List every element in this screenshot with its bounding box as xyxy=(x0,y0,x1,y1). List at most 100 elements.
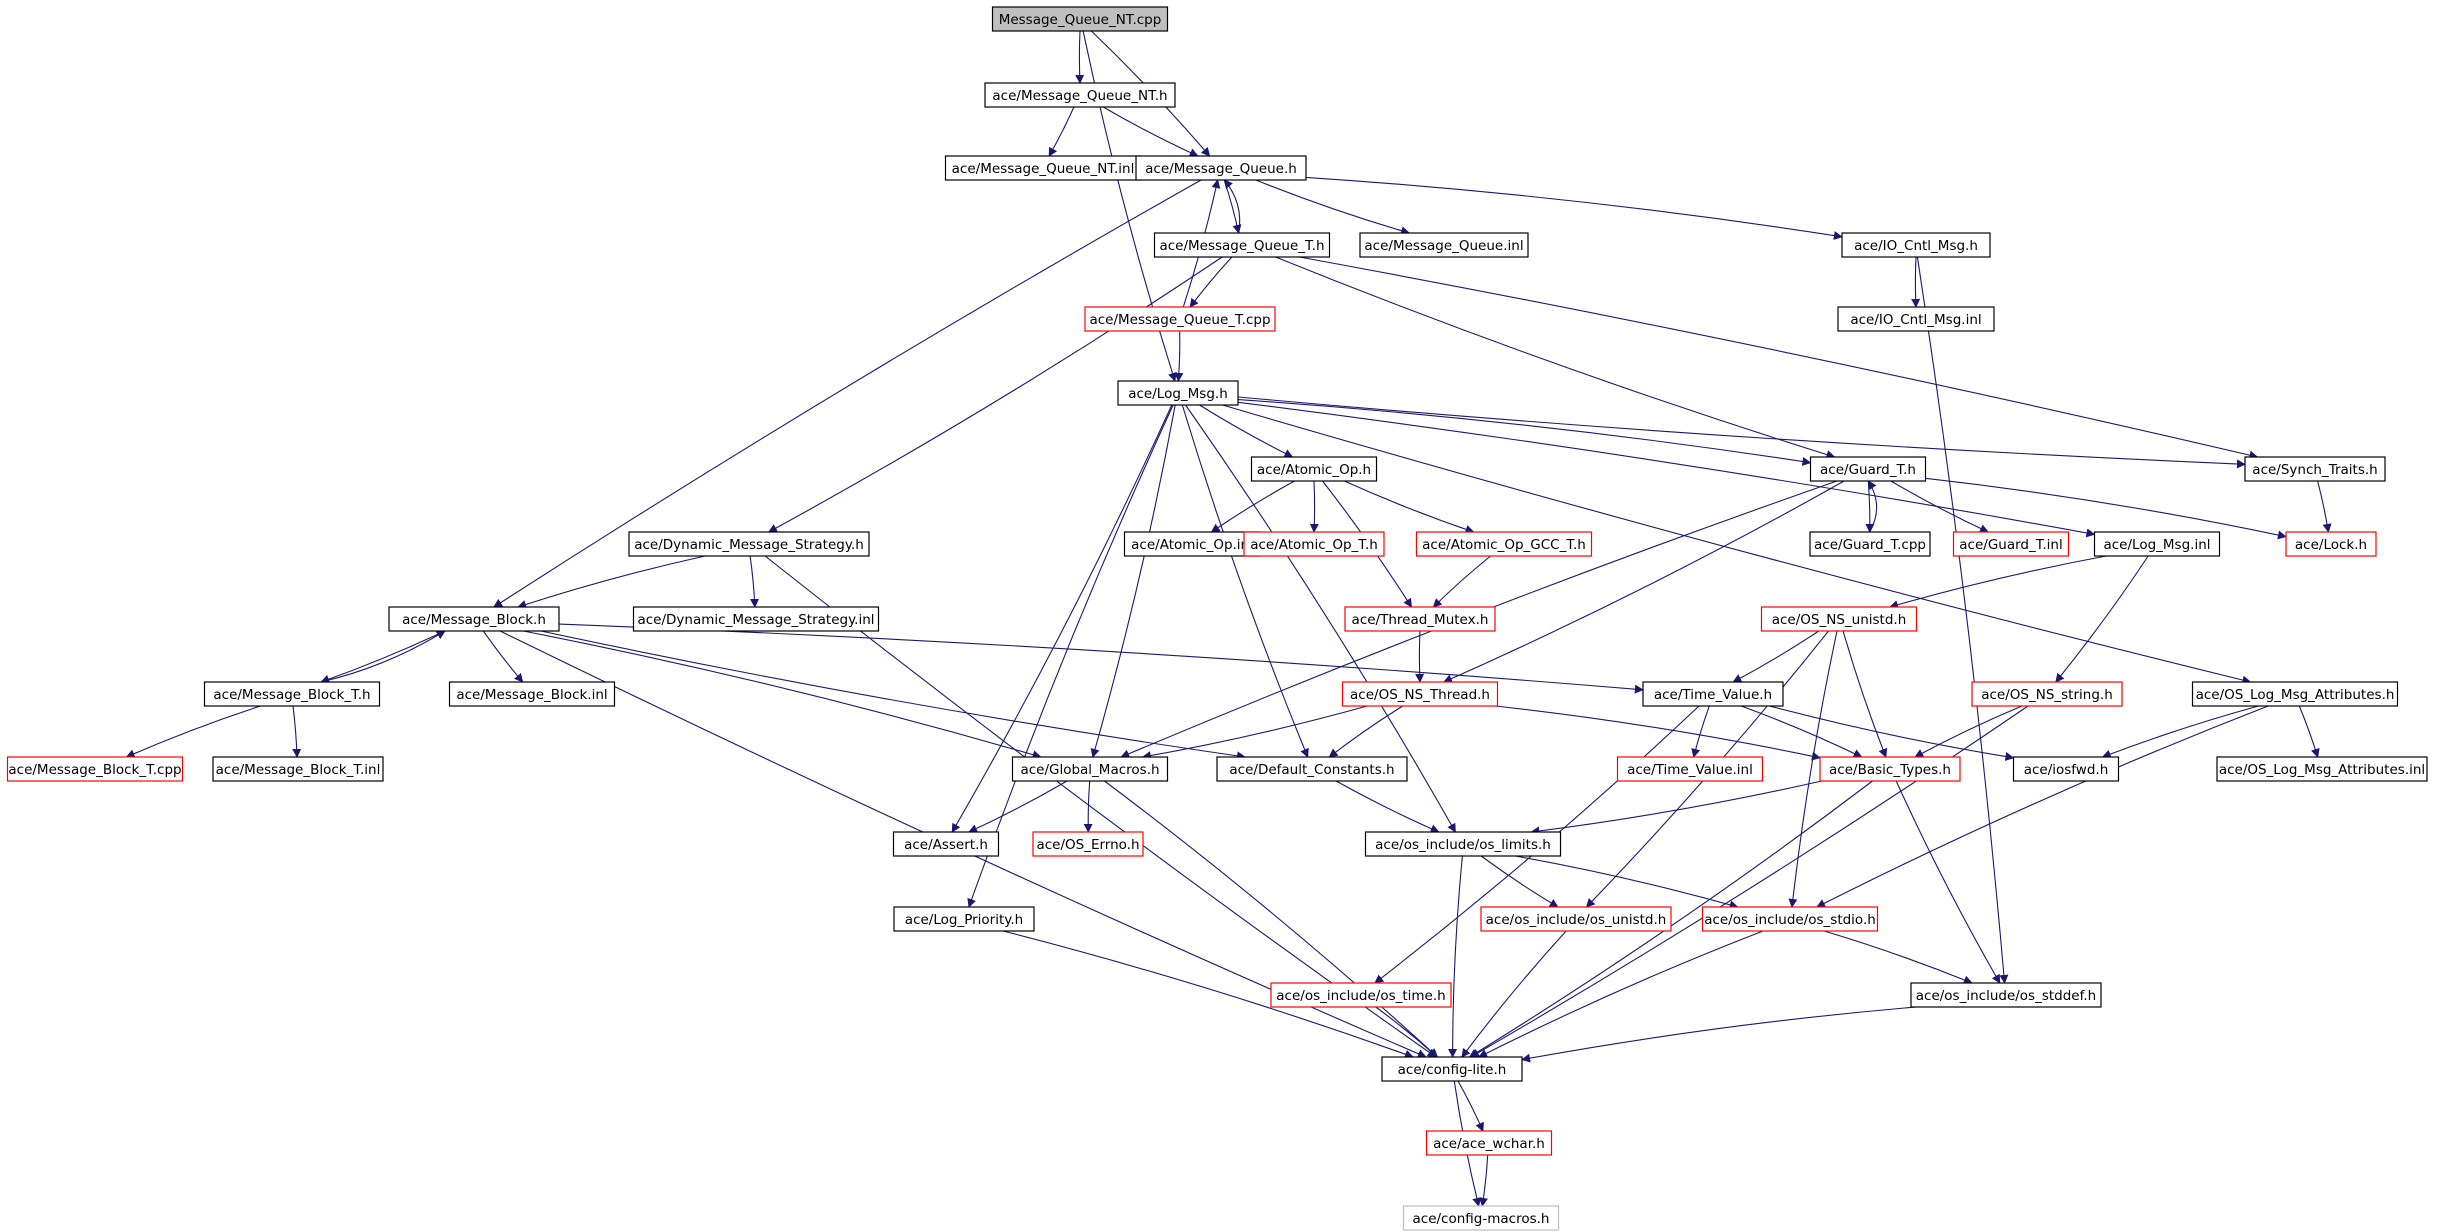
node-mb_h[interactable]: ace/Message_Block.h xyxy=(388,606,560,632)
node-acewchar_h[interactable]: ace/ace_wchar.h xyxy=(1425,1130,1553,1156)
node-thrmutex_h[interactable]: ace/Thread_Mutex.h xyxy=(1344,606,1496,632)
node-box xyxy=(893,906,1035,932)
node-atomict_h[interactable]: ace/Atomic_Op_T.h xyxy=(1243,531,1385,557)
nodes: Message_Queue_NT.cpp ace/Message_Queue_NT… xyxy=(6,6,2428,1231)
node-mbt_cpp[interactable]: ace/Message_Block_T.cpp xyxy=(6,756,184,782)
node-basictypes_h[interactable]: ace/Basic_Types.h xyxy=(1819,756,1961,782)
node-label: ace/Time_Value.h xyxy=(1654,687,1772,703)
edge-osnsunistd_h-to-osstdio_h xyxy=(1788,630,1838,908)
edge-mb_h-to-mbt_h xyxy=(320,630,446,684)
edge-synch_h-to-lock_h xyxy=(2317,480,2332,533)
edge-logmsg_inl-to-osnsunistd_h xyxy=(1889,555,2107,610)
node-guardt_inl[interactable]: ace/Guard_T.inl xyxy=(1952,531,2070,557)
node-guardt_cpp[interactable]: ace/Guard_T.cpp xyxy=(1809,531,1931,557)
edge-globalmacros_h-to-oserrno_h xyxy=(1083,780,1093,833)
node-dms_h[interactable]: ace/Dynamic_Message_Strategy.h xyxy=(628,531,870,557)
node-box xyxy=(1809,456,1927,482)
node-iocntl_h[interactable]: ace/IO_Cntl_Msg.h xyxy=(1841,232,1991,258)
node-configlite_h[interactable]: ace/config-lite.h xyxy=(1381,1056,1523,1082)
node-logprio_h[interactable]: ace/Log_Priority.h xyxy=(893,906,1035,932)
node-box xyxy=(1642,681,1784,707)
edge-basictypes_h-to-osstddef_h xyxy=(1895,780,2001,984)
node-atomicgcc_h[interactable]: ace/Atomic_Op_GCC_T.h xyxy=(1415,531,1593,557)
node-oslimits_h[interactable]: ace/os_include/os_limits.h xyxy=(1364,831,1562,857)
node-label: ace/os_include/os_stddef.h xyxy=(1916,988,2096,1004)
edge-dms_h-to-mb_h xyxy=(517,555,706,609)
edge-osnsunistd_h-to-basictypes_h xyxy=(1842,630,1888,758)
node-root[interactable]: Message_Queue_NT.cpp xyxy=(991,6,1169,32)
node-configmacros_h[interactable]: ace/config-macros.h xyxy=(1402,1205,1560,1231)
edge-logmsg_h-to-assert_h xyxy=(951,404,1173,833)
edge-oslogattr_h-to-iosfwd_h xyxy=(2101,705,2259,759)
node-label: ace/Guard_T.inl xyxy=(1959,537,2062,553)
edge-globalmacros_h-to-configlite_h xyxy=(1104,780,1439,1058)
node-globalmacros_h[interactable]: ace/Global_Macros.h xyxy=(1011,756,1169,782)
node-box xyxy=(632,606,880,632)
node-mqt_cpp[interactable]: ace/Message_Queue_T.cpp xyxy=(1084,306,1276,332)
node-box xyxy=(1359,232,1529,258)
node-label: ace/config-macros.h xyxy=(1413,1211,1550,1227)
node-label: ace/Log_Msg.h xyxy=(1128,386,1228,402)
node-mq_inl[interactable]: ace/Message_Queue.inl xyxy=(1359,232,1529,258)
edge-oslogattr_h-to-osstdio_h xyxy=(1816,705,2269,908)
node-dms_inl[interactable]: ace/Dynamic_Message_Strategy.inl xyxy=(632,606,880,632)
node-box xyxy=(1760,606,1918,632)
node-logmsg_inl[interactable]: ace/Log_Msg.inl xyxy=(2093,531,2221,557)
node-ostime_h[interactable]: ace/os_include/os_time.h xyxy=(1270,982,1452,1008)
node-oslogattr_h[interactable]: ace/OS_Log_Msg_Attributes.h xyxy=(2191,681,2399,707)
edge-logprio_h-to-configlite_h xyxy=(1002,930,1414,1059)
edge-atomic_h-to-atomicgcc_h xyxy=(1344,480,1475,534)
node-osstdio_h[interactable]: ace/os_include/os_stdio.h xyxy=(1701,906,1879,932)
node-box xyxy=(1910,982,2102,1008)
node-box xyxy=(1841,232,1991,258)
node-lock_h[interactable]: ace/Lock.h xyxy=(2285,531,2377,557)
node-box xyxy=(448,681,616,707)
node-mq_h[interactable]: ace/Message_Queue.h xyxy=(1135,155,1307,181)
edge-logmsg_h-to-guardt_h xyxy=(1237,399,1812,466)
edge-mqnt_h-to-mqnt_inl xyxy=(1048,106,1075,157)
node-osunistd_h[interactable]: ace/os_include/os_unistd.h xyxy=(1480,906,1672,932)
node-osnsstring_h[interactable]: ace/OS_NS_string.h xyxy=(1971,681,2123,707)
node-osstddef_h[interactable]: ace/os_include/os_stddef.h xyxy=(1910,982,2102,1008)
node-mbt_h[interactable]: ace/Message_Block_T.h xyxy=(203,681,381,707)
node-logmsg_h[interactable]: ace/Log_Msg.h xyxy=(1117,380,1239,406)
node-mbt_inl[interactable]: ace/Message_Block_T.inl xyxy=(212,756,384,782)
node-box xyxy=(1415,531,1593,557)
node-label: ace/Message_Queue_NT.inl xyxy=(952,161,1135,177)
node-oslogattr_inl[interactable]: ace/OS_Log_Msg_Attributes.inl xyxy=(2216,756,2428,782)
edge-mb_h-to-defconst_h xyxy=(540,630,1246,761)
node-mqnt_h[interactable]: ace/Message_Queue_NT.h xyxy=(984,82,1176,108)
node-osnsthread_h[interactable]: ace/OS_NS_Thread.h xyxy=(1341,681,1499,707)
node-label: ace/OS_Errno.h xyxy=(1036,837,1139,853)
node-box xyxy=(1952,531,2070,557)
node-mqnt_inl[interactable]: ace/Message_Queue_NT.inl xyxy=(944,155,1142,181)
node-atomic_inl[interactable]: ace/Atomic_Op.inl xyxy=(1123,531,1261,557)
node-label: ace/IO_Cntl_Msg.inl xyxy=(1850,312,1981,328)
node-oserrno_h[interactable]: ace/OS_Errno.h xyxy=(1032,831,1144,857)
node-defconst_h[interactable]: ace/Default_Constants.h xyxy=(1216,756,1408,782)
node-synch_h[interactable]: ace/Synch_Traits.h xyxy=(2244,456,2386,482)
node-iosfwd_h[interactable]: ace/iosfwd.h xyxy=(2012,756,2120,782)
edge-mbt_h-to-mb_h xyxy=(320,630,446,683)
node-timevalue_h[interactable]: ace/Time_Value.h xyxy=(1642,681,1784,707)
node-guardt_h[interactable]: ace/Guard_T.h xyxy=(1809,456,1927,482)
node-box xyxy=(1344,606,1496,632)
node-osnsunistd_h[interactable]: ace/OS_NS_unistd.h xyxy=(1760,606,1918,632)
node-label: ace/os_include/os_unistd.h xyxy=(1486,912,1667,928)
edge-timevalue_h-to-basictypes_h xyxy=(1741,705,1863,758)
node-label: ace/Basic_Types.h xyxy=(1829,762,1951,778)
node-box xyxy=(2244,456,2386,482)
edge-atomic_h-to-atomict_h xyxy=(1309,480,1319,533)
node-mqt_h[interactable]: ace/Message_Queue_T.h xyxy=(1153,232,1331,258)
node-iocntl_inl[interactable]: ace/IO_Cntl_Msg.inl xyxy=(1837,306,1995,332)
edge-mqt_h-to-mq_h xyxy=(1223,179,1241,234)
node-label: ace/ace_wchar.h xyxy=(1433,1136,1545,1152)
node-label: ace/OS_NS_unistd.h xyxy=(1772,612,1907,628)
node-mb_inl[interactable]: ace/Message_Block.inl xyxy=(448,681,616,707)
node-label: ace/Guard_T.cpp xyxy=(1814,537,1926,553)
node-label: ace/Thread_Mutex.h xyxy=(1352,612,1489,628)
node-timevalue_inl[interactable]: ace/Time_Value.inl xyxy=(1616,756,1764,782)
node-atomic_h[interactable]: ace/Atomic_Op.h xyxy=(1250,456,1378,482)
node-assert_h[interactable]: ace/Assert.h xyxy=(892,831,1000,857)
edge-defconst_h-to-oslimits_h xyxy=(1335,780,1440,833)
